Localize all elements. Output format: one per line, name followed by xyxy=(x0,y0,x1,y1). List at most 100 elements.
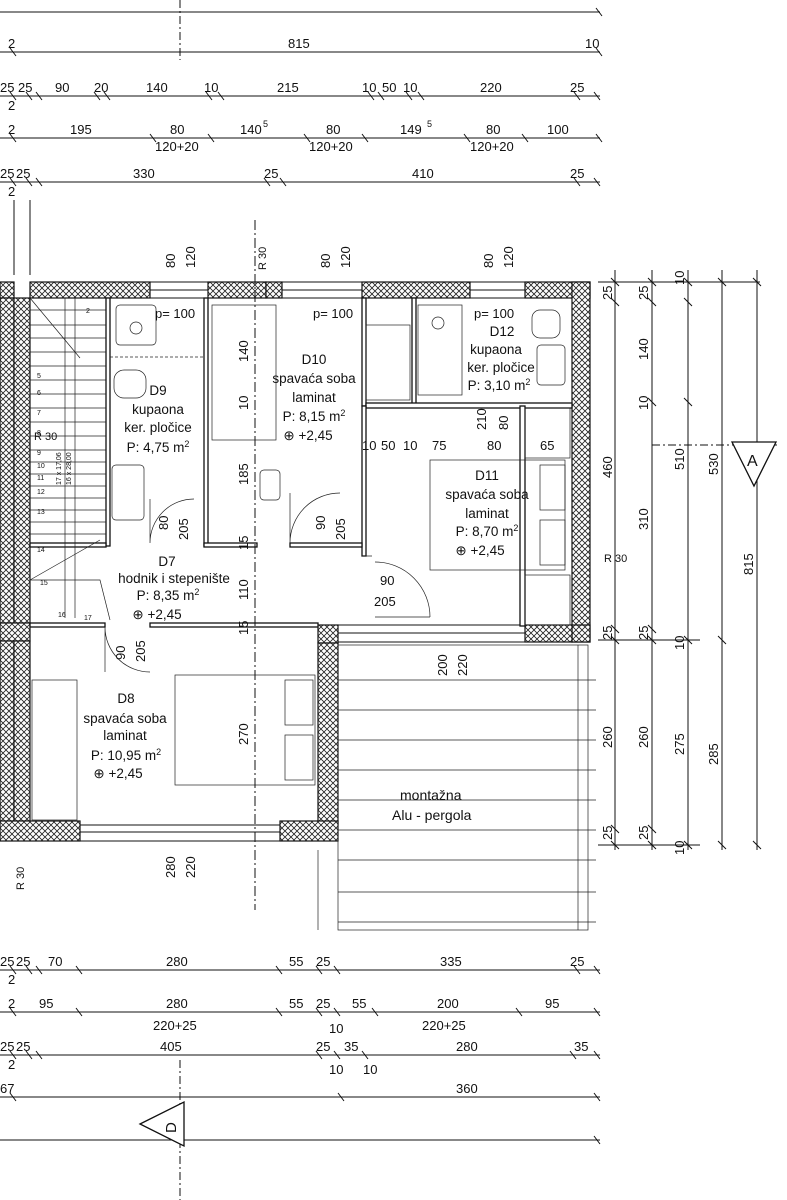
right-dimension-lines xyxy=(598,270,780,850)
staircase: 2 5 6 7 8 9 10 11 12 13 14 15 16 17 17 x… xyxy=(29,297,111,622)
dim-label: 25 xyxy=(0,1039,14,1054)
fixtures xyxy=(31,304,571,821)
wardrobe-icon xyxy=(211,304,277,441)
dim-label: 120+20 xyxy=(470,139,514,154)
dim-label: 110 xyxy=(236,579,251,600)
dim-label: 25 xyxy=(316,954,330,969)
dim-label: 80 xyxy=(486,122,500,137)
bottom-dim-row2-labels: 2 95 280 55 25 55 200 95 220+25 10 220+2… xyxy=(8,996,559,1036)
dim-label: 10 xyxy=(204,80,218,95)
dim-label: 10 xyxy=(672,271,687,285)
dim-label: 140 xyxy=(636,338,651,360)
dim-label: 70 xyxy=(48,954,62,969)
dim-label: 220 xyxy=(480,80,502,95)
dim-label: 2 xyxy=(8,1057,15,1072)
walls xyxy=(0,281,591,842)
washbasin-icon xyxy=(536,344,566,386)
dim-label: 270 xyxy=(236,723,251,745)
room-d7: D7 hodnik i stepenište P: 8,35 m2 ⊕ +2,4… xyxy=(118,554,230,622)
dim-label: 55 xyxy=(289,996,303,1011)
dim-label: 15 xyxy=(236,621,251,635)
dim-label: 10 xyxy=(636,396,651,410)
room-floor: laminat xyxy=(292,390,336,405)
dim-label: 35 xyxy=(344,1039,358,1054)
dim-label: 120+20 xyxy=(309,139,353,154)
dim-label: 185 xyxy=(236,463,251,485)
radius-label: R 30 xyxy=(604,553,627,565)
dim-label: 285 xyxy=(706,743,721,765)
section-marker-a: A xyxy=(730,441,778,488)
dim-label: 25 xyxy=(636,286,651,300)
dim-label: 460 xyxy=(600,456,615,478)
room-d11: D11 spavaća soba laminat P: 8,70 m2 ⊕ +2… xyxy=(445,468,529,558)
dim-label: 25 xyxy=(16,166,30,181)
room-id: D10 xyxy=(302,352,327,367)
dim-label: 275 xyxy=(672,733,687,755)
dim-label: 120 xyxy=(338,246,353,268)
radius-label: R 30 xyxy=(257,247,269,270)
room-area: P: 10,95 m2 xyxy=(91,747,161,763)
washbasin-icon xyxy=(115,304,157,346)
section-marker-d-label: D xyxy=(163,1122,180,1133)
pergola-label: Alu - pergola xyxy=(392,807,472,823)
dim-label: 280 xyxy=(456,1039,478,1054)
room-d8: D8 spavaća soba laminat P: 10,95 m2 ⊕ +2… xyxy=(83,691,167,781)
dim-label: 20 xyxy=(94,80,108,95)
dim-label: 65 xyxy=(540,438,554,453)
dim-label: 25 xyxy=(0,80,14,95)
room-level: ⊕ +2,45 xyxy=(132,607,181,622)
dim-label: 120 xyxy=(501,246,516,268)
dim-label: 335 xyxy=(440,954,462,969)
dim-label: 25 xyxy=(570,954,584,969)
radius-label: R 30 xyxy=(15,867,27,890)
dim-label: 10 xyxy=(329,1021,343,1036)
stair-step-number: 17 xyxy=(84,615,92,622)
stair-step-number: 14 xyxy=(37,547,45,554)
dim-label: 25 xyxy=(264,166,278,181)
dim-label: 25 xyxy=(18,80,32,95)
dim-label: 95 xyxy=(39,996,53,1011)
sill-label: p= 100 xyxy=(313,306,353,321)
room-level: ⊕ +2,45 xyxy=(455,543,504,558)
dim-label: 25 xyxy=(16,1039,30,1054)
level-icon: ⊕ xyxy=(455,543,466,558)
top-dimension-lines xyxy=(0,0,600,275)
dim-label: 10 xyxy=(585,36,599,51)
stair-step-number: 12 xyxy=(37,489,45,496)
bottom-dimension-lines xyxy=(0,965,601,1200)
room-d9: D9 kupaona ker. pločice P: 4,75 m2 xyxy=(124,383,192,455)
stair-note: 17 x 17,06 xyxy=(56,452,63,485)
dim-label: 25 xyxy=(636,626,651,640)
top-dim-ticks xyxy=(9,7,603,187)
sill-label: p= 100 xyxy=(474,306,514,321)
room-level: ⊕ +2,45 xyxy=(93,766,142,781)
dim-label: 260 xyxy=(636,726,651,748)
dim-label: 260 xyxy=(600,726,615,748)
dim-label: 80 xyxy=(496,416,511,430)
radius-label: R 30 xyxy=(34,431,57,443)
dim-label: 5 xyxy=(427,119,432,129)
dim-label: 90 xyxy=(380,573,394,588)
dim-label: 10 xyxy=(362,80,376,95)
level-icon: ⊕ xyxy=(283,428,294,443)
room-id: D12 xyxy=(490,324,515,339)
stair-step-number: 6 xyxy=(37,390,41,397)
level-icon: ⊕ xyxy=(132,607,143,622)
dim-label: 25 xyxy=(0,954,14,969)
room-d12: D12 kupaona ker. pločice P: 3,10 m2 xyxy=(467,324,535,393)
room-name: spavaća soba xyxy=(272,371,356,386)
stair-note: 16 x 28,00 xyxy=(66,452,73,485)
room-name: kupaona xyxy=(132,402,184,417)
dim-label: 10 xyxy=(403,438,417,453)
room-d10: D10 spavaća soba laminat P: 8,15 m2 ⊕ +2… xyxy=(272,352,356,443)
dim-label: 205 xyxy=(133,640,148,662)
dim-label: 25 xyxy=(0,166,14,181)
dim-label: 10 xyxy=(403,80,417,95)
dim-label: 75 xyxy=(432,438,446,453)
room-area: P: 3,10 m2 xyxy=(468,377,531,393)
dim-label: 25 xyxy=(316,1039,330,1054)
room-area: P: 8,15 m2 xyxy=(283,408,346,424)
sill-label: p= 100 xyxy=(155,306,195,321)
room-id: D9 xyxy=(149,383,166,398)
